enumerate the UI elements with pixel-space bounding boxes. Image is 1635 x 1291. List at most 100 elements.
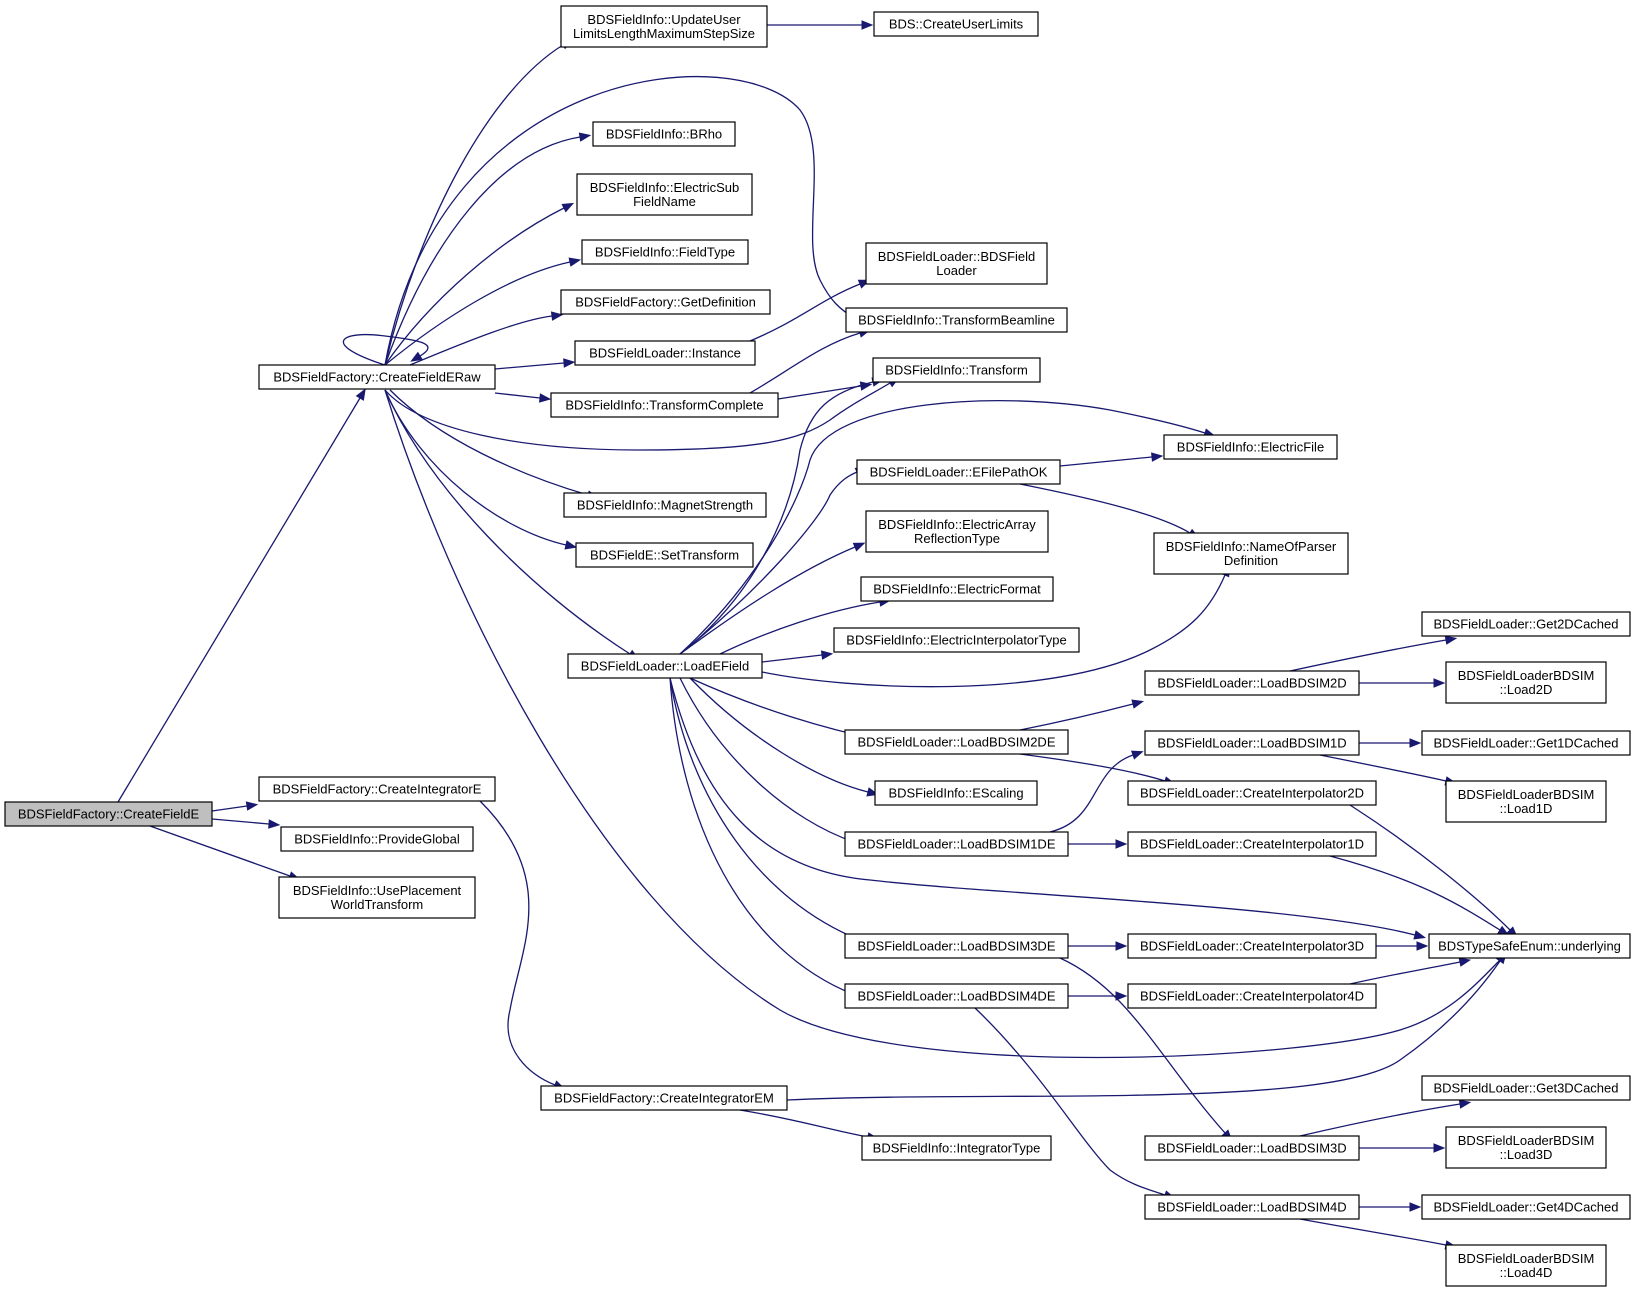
node-box[interactable] bbox=[581, 239, 749, 265]
node-box[interactable] bbox=[1127, 780, 1377, 806]
node-box[interactable] bbox=[1127, 831, 1377, 857]
node-get2DCached[interactable]: BDSFieldLoader::Get2DCached bbox=[1421, 611, 1631, 637]
node-electricFormat[interactable]: BDSFieldInfo::ElectricFormat bbox=[860, 576, 1054, 602]
node-box[interactable] bbox=[865, 242, 1048, 285]
node-box[interactable] bbox=[540, 1085, 788, 1111]
node-box[interactable] bbox=[860, 576, 1054, 602]
node-box[interactable] bbox=[258, 776, 496, 802]
node-loadBDSIM3D[interactable]: BDSFieldLoader::LoadBDSIM3D bbox=[1144, 1135, 1360, 1161]
node-load2D[interactable]: BDSFieldLoaderBDSIM::Load2D bbox=[1445, 661, 1607, 704]
node-box[interactable] bbox=[844, 831, 1069, 857]
node-createIntegratorEM[interactable]: BDSFieldFactory::CreateIntegratorEM bbox=[540, 1085, 788, 1111]
node-createFieldE[interactable]: BDSFieldFactory::CreateFieldE bbox=[4, 801, 213, 827]
node-box[interactable] bbox=[1421, 611, 1631, 637]
node-box[interactable] bbox=[1421, 1075, 1631, 1101]
node-magnetStrength[interactable]: BDSFieldInfo::MagnetStrength bbox=[563, 492, 767, 518]
node-box[interactable] bbox=[1127, 983, 1377, 1009]
arrowhead-icon bbox=[564, 540, 578, 550]
node-createInterp4D[interactable]: BDSFieldLoader::CreateInterpolator4D bbox=[1127, 983, 1377, 1009]
node-instance[interactable]: BDSFieldLoader::Instance bbox=[574, 340, 756, 366]
node-box[interactable] bbox=[4, 801, 213, 827]
node-loadBDSIM1D[interactable]: BDSFieldLoader::LoadBDSIM1D bbox=[1144, 730, 1360, 756]
node-loadBDSIM2DE[interactable]: BDSFieldLoader::LoadBDSIM2DE bbox=[844, 729, 1069, 755]
node-box[interactable] bbox=[1445, 1244, 1607, 1287]
node-box[interactable] bbox=[1445, 780, 1607, 823]
node-box[interactable] bbox=[1127, 933, 1377, 959]
node-box[interactable] bbox=[1153, 532, 1349, 575]
node-box[interactable] bbox=[861, 1135, 1052, 1161]
node-get1DCached[interactable]: BDSFieldLoader::Get1DCached bbox=[1421, 730, 1631, 756]
node-box[interactable] bbox=[560, 289, 771, 315]
node-box[interactable] bbox=[856, 459, 1061, 485]
node-box[interactable] bbox=[844, 729, 1069, 755]
node-loadBDSIM4DE[interactable]: BDSFieldLoader::LoadBDSIM4DE bbox=[844, 983, 1069, 1009]
edge-line bbox=[117, 397, 361, 803]
node-loadBDSIM2D[interactable]: BDSFieldLoader::LoadBDSIM2D bbox=[1144, 670, 1360, 696]
node-createIntegratorE[interactable]: BDSFieldFactory::CreateIntegratorE bbox=[258, 776, 496, 802]
node-loadEField[interactable]: BDSFieldLoader::LoadEField bbox=[567, 653, 763, 679]
node-box[interactable] bbox=[574, 340, 756, 366]
node-createUserLimits[interactable]: BDS::CreateUserLimits bbox=[873, 11, 1039, 37]
node-box[interactable] bbox=[872, 357, 1041, 383]
node-transform[interactable]: BDSFieldInfo::Transform bbox=[872, 357, 1041, 383]
node-electricInterp[interactable]: BDSFieldInfo::ElectricInterpolatorType bbox=[833, 627, 1080, 653]
node-box[interactable] bbox=[563, 492, 767, 518]
node-createInterp2D[interactable]: BDSFieldLoader::CreateInterpolator2D bbox=[1127, 780, 1377, 806]
node-box[interactable] bbox=[258, 364, 496, 390]
node-box[interactable] bbox=[845, 307, 1068, 333]
node-box[interactable] bbox=[278, 876, 476, 919]
node-box[interactable] bbox=[1144, 1135, 1360, 1161]
node-electricFile[interactable]: BDSFieldInfo::ElectricFile bbox=[1163, 434, 1338, 460]
node-box[interactable] bbox=[873, 11, 1039, 37]
node-loadBDSIM3DE[interactable]: BDSFieldLoader::LoadBDSIM3DE bbox=[844, 933, 1069, 959]
node-eFilePathOK[interactable]: BDSFieldLoader::EFilePathOK bbox=[856, 459, 1061, 485]
node-getDefinition[interactable]: BDSFieldFactory::GetDefinition bbox=[560, 289, 771, 315]
node-electricArray[interactable]: BDSFieldInfo::ElectricArrayReflectionTyp… bbox=[865, 510, 1049, 553]
node-createFieldERaw[interactable]: BDSFieldFactory::CreateFieldERaw bbox=[258, 364, 496, 390]
node-createInterp1D[interactable]: BDSFieldLoader::CreateInterpolator1D bbox=[1127, 831, 1377, 857]
node-bdsFieldLoader[interactable]: BDSFieldLoader::BDSFieldLoader bbox=[865, 242, 1048, 285]
node-box[interactable] bbox=[844, 933, 1069, 959]
node-box[interactable] bbox=[1445, 1126, 1607, 1169]
node-get3DCached[interactable]: BDSFieldLoader::Get3DCached bbox=[1421, 1075, 1631, 1101]
node-box[interactable] bbox=[592, 121, 736, 147]
node-box[interactable] bbox=[874, 780, 1038, 806]
node-createInterp3D[interactable]: BDSFieldLoader::CreateInterpolator3D bbox=[1127, 933, 1377, 959]
node-box[interactable] bbox=[1144, 670, 1360, 696]
node-box[interactable] bbox=[1144, 1194, 1360, 1220]
node-load4D[interactable]: BDSFieldLoaderBDSIM::Load4D bbox=[1445, 1244, 1607, 1287]
node-load3D[interactable]: BDSFieldLoaderBDSIM::Load3D bbox=[1445, 1126, 1607, 1169]
node-bRho[interactable]: BDSFieldInfo::BRho bbox=[592, 121, 736, 147]
node-box[interactable] bbox=[865, 510, 1049, 553]
node-box[interactable] bbox=[550, 392, 779, 418]
node-box[interactable] bbox=[1421, 1194, 1631, 1220]
node-transformBeamline[interactable]: BDSFieldInfo::TransformBeamline bbox=[845, 307, 1068, 333]
node-underlying[interactable]: BDSTypeSafeEnum::underlying bbox=[1428, 933, 1631, 959]
node-box[interactable] bbox=[1163, 434, 1338, 460]
node-setTransform[interactable]: BDSFieldE::SetTransform bbox=[575, 542, 754, 568]
node-updateUser[interactable]: BDSFieldInfo::UpdateUserLimitsLengthMaxi… bbox=[560, 5, 768, 48]
node-get4DCached[interactable]: BDSFieldLoader::Get4DCached bbox=[1421, 1194, 1631, 1220]
node-box[interactable] bbox=[1421, 730, 1631, 756]
node-fieldType[interactable]: BDSFieldInfo::FieldType bbox=[581, 239, 749, 265]
node-transformComplete[interactable]: BDSFieldInfo::TransformComplete bbox=[550, 392, 779, 418]
node-load1D[interactable]: BDSFieldLoaderBDSIM::Load1D bbox=[1445, 780, 1607, 823]
node-integratorType[interactable]: BDSFieldInfo::IntegratorType bbox=[861, 1135, 1052, 1161]
node-box[interactable] bbox=[575, 542, 754, 568]
node-box[interactable] bbox=[844, 983, 1069, 1009]
node-box[interactable] bbox=[1445, 661, 1607, 704]
node-box[interactable] bbox=[833, 627, 1080, 653]
node-loadBDSIM1DE[interactable]: BDSFieldLoader::LoadBDSIM1DE bbox=[844, 831, 1069, 857]
node-box[interactable] bbox=[1428, 933, 1631, 959]
node-provideGlobal[interactable]: BDSFieldInfo::ProvideGlobal bbox=[280, 826, 474, 852]
node-box[interactable] bbox=[560, 5, 768, 48]
node-box[interactable] bbox=[567, 653, 763, 679]
node-box[interactable] bbox=[1144, 730, 1360, 756]
node-eScaling[interactable]: BDSFieldInfo::EScaling bbox=[874, 780, 1038, 806]
node-loadBDSIM4D[interactable]: BDSFieldLoader::LoadBDSIM4D bbox=[1144, 1194, 1360, 1220]
node-box[interactable] bbox=[280, 826, 474, 852]
node-box[interactable] bbox=[576, 173, 753, 216]
